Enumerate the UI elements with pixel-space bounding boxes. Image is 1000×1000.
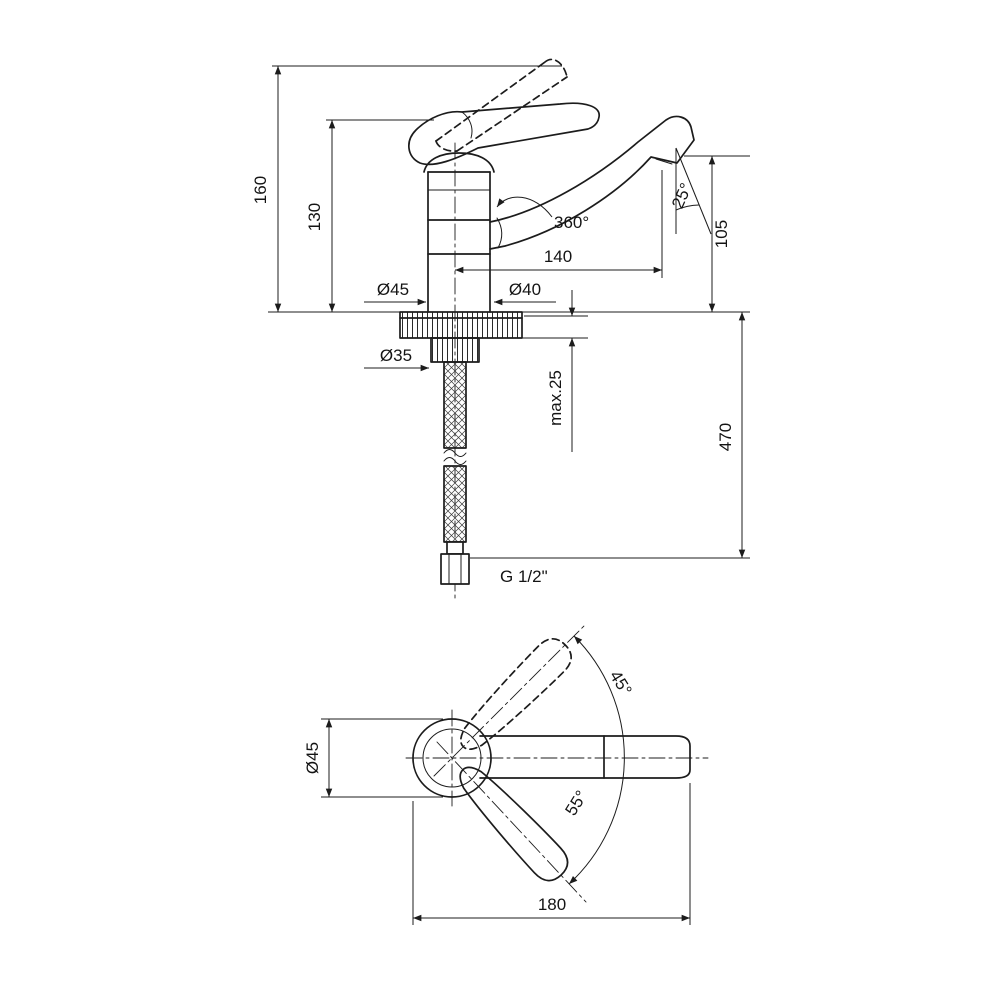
handle-raised-phantom bbox=[435, 58, 568, 152]
dim-max-mount-thickness: max.25 bbox=[546, 370, 565, 426]
hose-break-line bbox=[443, 449, 467, 457]
angle-arc bbox=[675, 204, 700, 211]
dim-total-height: 160 bbox=[251, 176, 270, 204]
spout-ring bbox=[496, 217, 503, 249]
top-view-labels: Ø45 45° 55° 180 bbox=[303, 667, 636, 914]
top-view-faucet bbox=[405, 623, 709, 903]
dim-body-height: 130 bbox=[305, 203, 324, 231]
hose-break-line bbox=[443, 457, 467, 465]
body-circle-outer bbox=[412, 718, 492, 798]
spout bbox=[489, 115, 695, 250]
mounting-flange-nut bbox=[399, 311, 523, 339]
handle-lever bbox=[408, 102, 600, 166]
shank-nut bbox=[430, 337, 480, 363]
dim-top-body-diameter: Ø45 bbox=[303, 742, 322, 774]
side-view-faucet bbox=[408, 58, 695, 601]
dim-overall-length: 180 bbox=[538, 895, 566, 914]
mounting-and-hose bbox=[399, 311, 523, 585]
swivel-arrow bbox=[496, 196, 553, 218]
hose-end-nut bbox=[440, 553, 470, 585]
braided-hose-lower bbox=[443, 465, 467, 543]
hose-crimp-collar bbox=[446, 541, 464, 555]
dim-handle-close-angle: 55° bbox=[561, 787, 591, 819]
cap-dome bbox=[423, 152, 495, 173]
top-view-dimensions bbox=[321, 635, 691, 925]
dim-shank-diameter: Ø35 bbox=[380, 346, 412, 365]
handle-closed-solid bbox=[459, 766, 569, 882]
body-circle-inner bbox=[422, 728, 482, 788]
side-view-dimensions bbox=[268, 65, 750, 559]
dim-hose-length: 470 bbox=[716, 423, 735, 451]
dim-outlet-height: 105 bbox=[712, 220, 731, 248]
spout-plan bbox=[479, 735, 691, 779]
dim-body-diameter: Ø40 bbox=[509, 280, 541, 299]
braided-hose-upper bbox=[443, 361, 467, 449]
aerator-line bbox=[655, 158, 673, 165]
side-view-labels: 160 130 360° 25° 105 140 Ø45 Ø40 Ø35 max… bbox=[251, 176, 735, 586]
dim-swivel-angle: 360° bbox=[554, 213, 589, 232]
dim-handle-open-angle: 45° bbox=[606, 667, 636, 699]
handle-swing-arc bbox=[568, 635, 625, 885]
dim-outlet-angle: 25° bbox=[668, 180, 696, 211]
handle-detail-line bbox=[461, 111, 473, 139]
dim-spout-reach: 140 bbox=[544, 247, 572, 266]
angle-slope-line bbox=[675, 147, 712, 235]
faucet-body bbox=[427, 171, 491, 313]
handle-open-phantom bbox=[459, 638, 572, 751]
dim-flange-diameter: Ø45 bbox=[377, 280, 409, 299]
dim-thread-size: G 1/2" bbox=[500, 567, 548, 586]
